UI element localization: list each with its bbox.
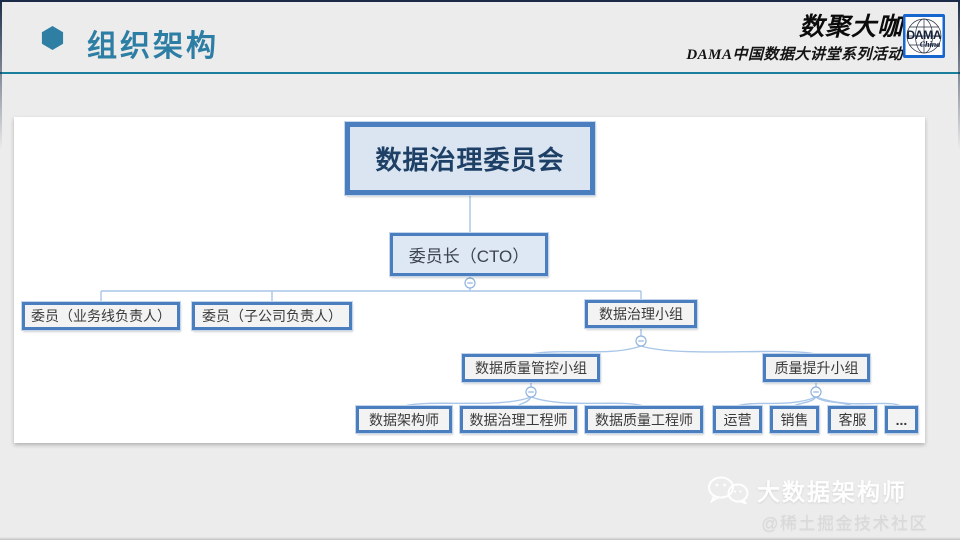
org-node-data-architect[interactable]: 数据架构师: [356, 406, 452, 433]
org-node-quality-improvement-team[interactable]: 质量提升小组: [763, 354, 870, 382]
brand-subtitle: DAMA中国数据大讲堂系列活动: [686, 47, 903, 63]
wechat-icon: [708, 476, 749, 504]
collapse-toggle-qi[interactable]: [810, 386, 822, 398]
org-node-customer-service[interactable]: 客服: [828, 406, 877, 433]
collapse-toggle-chair[interactable]: [464, 277, 476, 289]
connector-gov-qi: [640, 345, 817, 355]
org-node-data-governance-engineer[interactable]: 数据治理工程师: [460, 406, 577, 433]
logo-wordmark: DAMA: [907, 28, 942, 42]
connector-qi-etc: [815, 396, 902, 407]
logo-subtext: China: [920, 40, 940, 49]
screen-edge-left: [0, 0, 2, 150]
page-title: 组织架构: [87, 30, 219, 63]
org-node-data-governance-team[interactable]: 数据治理小组: [585, 300, 697, 328]
screen-edge-top: [0, 0, 960, 2]
brand-name: 数聚大咖: [798, 13, 903, 41]
org-node-data-governance-committee[interactable]: 数据治理委员会: [345, 122, 595, 195]
org-node-data-quality-engineer[interactable]: 数据质量工程师: [585, 406, 703, 433]
watermark-name: 大数据架构师: [757, 479, 907, 505]
hexagon-bullet-icon: [41, 26, 64, 50]
globe-icon: [906, 18, 942, 54]
collapse-toggle-qc[interactable]: [525, 386, 537, 398]
connector-qi-ops: [736, 396, 817, 407]
watermark: 大数据架构师 @稀土掘金技术社区: [707, 473, 928, 534]
org-node-sales[interactable]: 销售: [770, 406, 819, 433]
dama-china-logo: DAMA China: [903, 14, 945, 58]
org-node-quality-control-team[interactable]: 数据质量管控小组: [462, 354, 600, 382]
org-node-operations[interactable]: 运营: [713, 406, 762, 433]
brand-block: 数聚大咖 DAMA中国数据大讲堂系列活动: [686, 14, 903, 64]
header-divider-line: [0, 72, 960, 74]
screen-edge-bottom: [0, 537, 960, 540]
connector-qc-dqe: [530, 396, 645, 407]
connector-qc-arch: [403, 396, 532, 407]
org-node-member-business-lines[interactable]: 委员（业务线负责人）: [22, 302, 180, 330]
org-node-ellipsis[interactable]: ...: [885, 406, 918, 433]
org-node-chairman-cto[interactable]: 委员长（CTO）: [390, 233, 548, 276]
connector-gov-qc: [530, 345, 642, 355]
collapse-toggle-gov[interactable]: [635, 335, 647, 347]
screen-edge-right: [958, 0, 960, 150]
connector-qc-dge: [517, 396, 532, 407]
watermark-community: @稀土掘金技术社区: [761, 514, 928, 533]
connector-qi-sales: [793, 396, 817, 407]
org-node-member-subsidiaries[interactable]: 委员（子公司负责人）: [192, 302, 352, 330]
